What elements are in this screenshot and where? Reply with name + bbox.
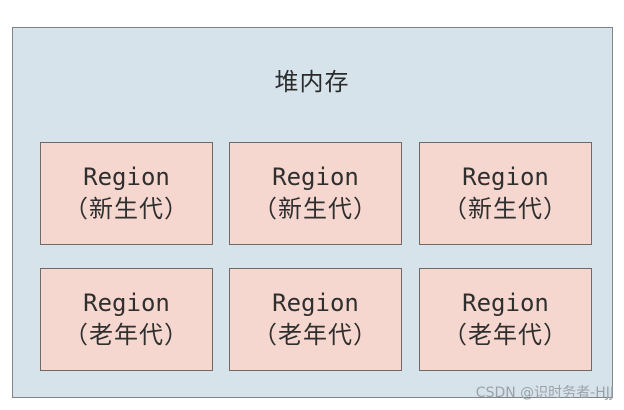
region-old-2: Region （老年代） [229,268,402,371]
region-generation: （新生代） [443,194,568,223]
region-generation: （老年代） [64,320,189,349]
heap-title: 堆内存 [274,68,350,96]
region-generation: （老年代） [443,320,568,349]
region-label: Region [462,162,549,191]
region-young-1: Region （新生代） [40,142,213,245]
region-old-1: Region （老年代） [40,268,213,371]
region-generation: （新生代） [64,194,189,223]
region-generation: （老年代） [253,320,378,349]
watermark: CSDN @识时务者-HJJ [475,385,614,401]
region-old-3: Region （老年代） [419,268,592,371]
region-label: Region [462,288,549,317]
region-label: Region [272,288,359,317]
region-generation: （新生代） [253,194,378,223]
region-young-3: Region （新生代） [419,142,592,245]
region-label: Region [272,162,359,191]
region-label: Region [83,162,170,191]
region-label: Region [83,288,170,317]
region-young-2: Region （新生代） [229,142,402,245]
